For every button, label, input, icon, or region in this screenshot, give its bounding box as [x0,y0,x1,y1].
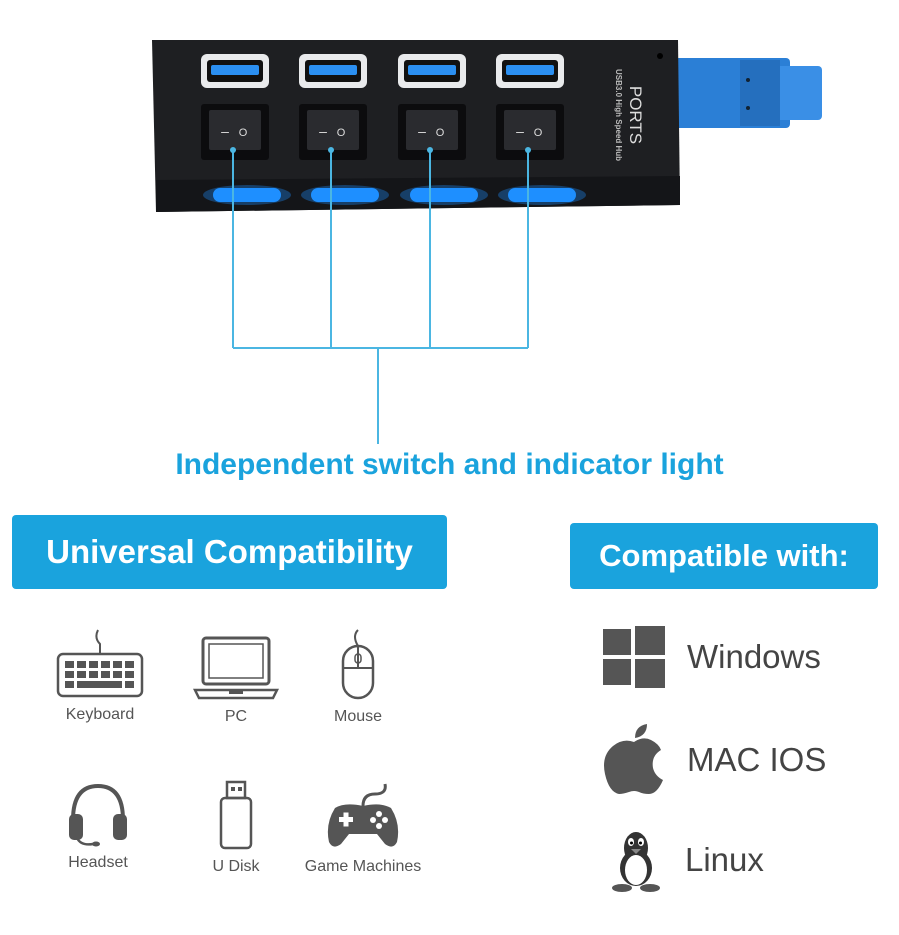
device-label: PC [224,708,248,725]
os-windows: Windows [603,626,821,688]
os-label: Linux [685,841,764,878]
usb-drive-icon [219,780,253,850]
switch-on-symbol: O [436,127,445,139]
mouse-icon [341,629,375,700]
apple-icon [604,724,663,794]
device-keyboard: Keyboard [52,628,148,724]
switch-off-symbol: – [319,123,327,139]
windows-icon [603,626,665,688]
device-label: Game Machines [304,858,422,875]
device-u-disk: U Disk [198,778,274,876]
laptop-icon [193,636,279,700]
connector-lines [232,150,529,444]
indicator-led [508,188,576,202]
switch-on-symbol: O [337,127,346,139]
device-game-machines: Game Machines [302,780,424,876]
keyboard-icon [56,629,144,698]
hub-side-label: PORTS USB3.0 High Speed Hub [614,69,645,161]
switch-on-symbol: O [534,127,543,139]
switch-off-symbol: – [418,123,426,139]
os-label: MAC IOS [687,741,827,778]
os-label: Windows [687,638,821,675]
headline: Independent switch and indicator light [175,448,724,481]
switch-off-symbol: – [221,123,229,139]
switch-rocker[interactable] [209,110,261,150]
switch-rocker[interactable] [307,110,359,150]
device-label: U Disk [212,858,260,875]
usb-hub-illustration: –O–O–O–O PORTS USB3.0 High Speed Hub [152,40,822,444]
device-label: Headset [68,854,128,871]
headset-icon [69,783,127,847]
indicator-led [213,188,281,202]
hub-ports-label: PORTS [626,86,645,144]
device-headset: Headset [58,780,138,872]
device-mouse: Mouse [322,628,394,726]
hub-port-3: –O [398,54,488,205]
os-linux: Linux [609,828,764,892]
device-pc: PC [190,634,282,726]
switch-on-symbol: O [239,127,248,139]
usb-port-tongue [211,65,259,75]
linux-icon [612,832,660,892]
hub-port-2: –O [299,54,389,205]
switch-rocker[interactable] [504,110,556,150]
usb-cable-plug [672,58,822,128]
usb-port-tongue [309,65,357,75]
device-label: Keyboard [65,706,135,723]
os-mac-ios: MAC IOS [603,724,826,796]
switch-off-symbol: – [516,123,524,139]
hub-port-4: –O [496,54,586,205]
compatible-with-banner: Compatible with: [570,523,878,589]
indicator-led [311,188,379,202]
device-label: Mouse [333,708,383,725]
hub-port-1: –O [201,54,291,205]
gamepad-icon [327,783,399,847]
usb-port-tongue [506,65,554,75]
indicator-led [410,188,478,202]
universal-compatibility-banner: Universal Compatibility [12,515,447,589]
hub-sub-label: USB3.0 High Speed Hub [614,69,623,161]
switch-rocker[interactable] [406,110,458,150]
usb-port-tongue [408,65,456,75]
